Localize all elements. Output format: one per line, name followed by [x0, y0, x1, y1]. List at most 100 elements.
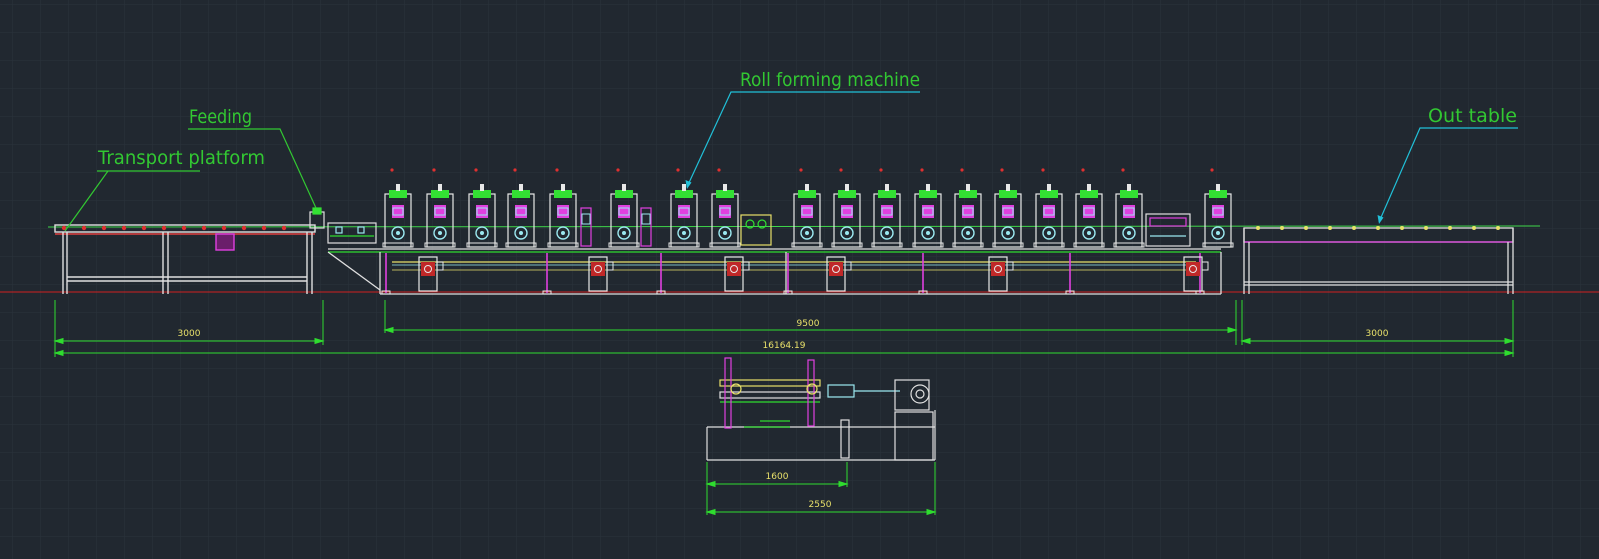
stand-number-dot	[432, 168, 436, 172]
stand-screw	[805, 184, 809, 191]
stand-shaft	[1083, 207, 1095, 216]
motor-shaft	[730, 265, 738, 273]
motor-shaft	[994, 265, 1002, 273]
stand-slider	[922, 205, 934, 218]
out-table-roller	[1328, 226, 1332, 230]
motor-housing	[418, 256, 438, 292]
motor-box	[436, 261, 444, 271]
side-unit-roller	[641, 213, 651, 225]
stand-slider	[618, 205, 630, 218]
dimension-side-outer: 2550	[809, 500, 832, 510]
stand-roller-hub	[438, 231, 442, 235]
motor-box	[742, 261, 750, 271]
stand-roller	[961, 226, 975, 240]
stand-shaft	[515, 207, 527, 216]
stand-roller-hub	[1047, 231, 1051, 235]
stand-slider	[1212, 205, 1224, 218]
forming-stand	[831, 184, 863, 248]
leader-lines	[64, 91, 1518, 232]
stand-top-block	[675, 190, 693, 198]
callout-feeding: Feeding	[189, 106, 252, 128]
out-table-rollers	[1256, 226, 1500, 230]
stand-screw	[926, 184, 930, 191]
stand-number-markers	[390, 168, 1214, 172]
stand-roller	[433, 226, 447, 240]
feeding-device	[309, 207, 377, 244]
stand-roller	[677, 226, 691, 240]
stand-roller	[514, 226, 528, 240]
stand-roller-hub	[926, 231, 930, 235]
stand-slider	[841, 205, 853, 218]
transport-roller	[221, 225, 227, 231]
motor-box	[1006, 261, 1014, 271]
stand-screw	[1127, 184, 1131, 191]
forming-stand	[608, 184, 640, 248]
dimension-transport-width: 3000	[178, 329, 201, 339]
stand-top-block	[1120, 190, 1138, 198]
stand-top-block	[798, 190, 816, 198]
stand-number-dot	[616, 168, 620, 172]
stand-foot	[505, 242, 537, 248]
out-table-roller	[1448, 226, 1452, 230]
stand-number-dot	[1081, 168, 1085, 172]
motor-box	[1201, 261, 1209, 271]
side-view-dimensions	[705, 462, 937, 516]
transport-roller	[281, 225, 287, 231]
stand-screw	[438, 184, 442, 191]
stand-top-block	[838, 190, 856, 198]
guide-unit	[740, 213, 1191, 247]
drive-motor	[588, 256, 614, 292]
stand-shaft	[476, 207, 488, 216]
stand-shaft	[719, 207, 731, 216]
stand-roller	[556, 226, 570, 240]
stand-roller-hub	[723, 231, 727, 235]
stand-foot	[831, 242, 863, 248]
stand-foot	[992, 242, 1024, 248]
transport-roller	[181, 225, 187, 231]
stand-roller-hub	[622, 231, 626, 235]
transport-roller	[141, 225, 147, 231]
dimension-lines	[53, 300, 1515, 357]
transport-roller	[261, 225, 267, 231]
stand-top-block	[554, 190, 572, 198]
out-table	[1243, 227, 1514, 294]
stand-number-dot	[1121, 168, 1125, 172]
stand-shaft	[962, 207, 974, 216]
stand-roller	[921, 226, 935, 240]
side-view-drawing	[706, 357, 936, 461]
stand-roller-hub	[966, 231, 970, 235]
stand-roller	[1211, 226, 1225, 240]
stand-slider	[678, 205, 690, 218]
stand-shaft	[1002, 207, 1014, 216]
motor-housing	[1183, 256, 1203, 292]
out-table-roller	[1376, 226, 1380, 230]
machine-base	[327, 248, 1222, 295]
motor-shaft	[832, 265, 840, 273]
motor-body	[1186, 262, 1200, 276]
stand-top-block	[1209, 190, 1227, 198]
stand-foot	[1073, 242, 1105, 248]
stand-slider	[476, 205, 488, 218]
stand-roller	[718, 226, 732, 240]
motor-body	[591, 262, 605, 276]
stand-number-dot	[717, 168, 721, 172]
post-foot	[656, 290, 666, 295]
stand-foot	[608, 242, 640, 248]
stand-number-dot	[1000, 168, 1004, 172]
stand-foot	[952, 242, 984, 248]
stand-slider	[1123, 205, 1135, 218]
stand-roller-hub	[519, 231, 523, 235]
stand-foot	[912, 242, 944, 248]
out-table-roller	[1472, 226, 1476, 230]
post-foot	[542, 290, 552, 295]
drive-motor	[724, 256, 750, 292]
post-foot	[1065, 290, 1075, 295]
side-unit	[580, 207, 592, 247]
stand-roller	[840, 226, 854, 240]
dimension-side-inner: 1600	[766, 472, 789, 482]
stand-slider	[801, 205, 813, 218]
transport-roller	[241, 225, 247, 231]
motor-housing	[588, 256, 608, 292]
out-table-roller	[1496, 226, 1500, 230]
